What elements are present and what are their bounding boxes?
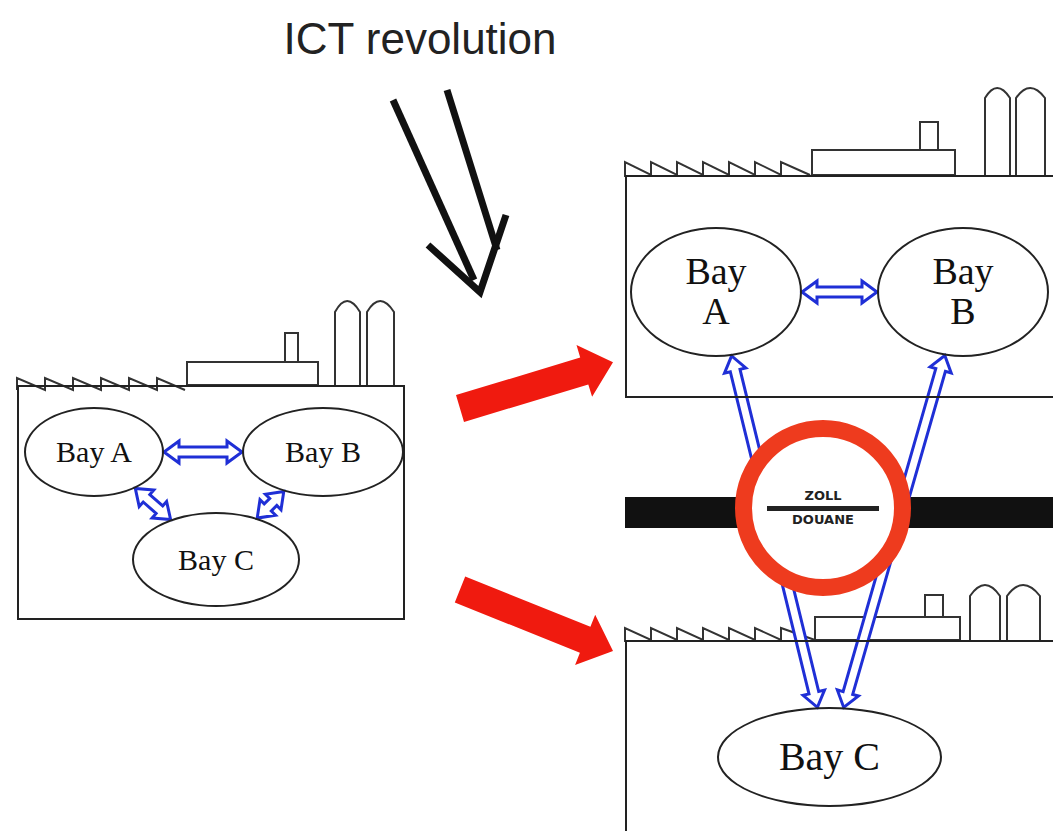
link-arrow [164,441,242,463]
bay-ellipse: Bay C [717,707,942,807]
bay-label: Bay B [285,436,361,468]
bay-label: Bay C [779,736,880,778]
bay-label: Bay A [680,252,752,332]
bay-ellipse: Bay A [630,227,802,357]
bay-ellipse: Bay C [132,512,300,607]
impact-arrow [393,90,506,292]
bay-label: Bay A [56,436,132,468]
bay-ellipse: Bay B [242,407,404,497]
sign-text: DOUANE [792,513,854,527]
bay-ellipse: Bay A [24,407,164,497]
relocation-arrow [455,577,613,665]
link-arrow [257,491,284,518]
bay-label: Bay C [178,544,254,576]
sign-text: ZOLL [804,489,841,503]
bay-label: Bay B [927,252,999,332]
customs-sign: ZOLL DOUANE [735,420,911,596]
bay-ellipse: Bay B [877,227,1049,357]
relocation-arrow [456,345,613,422]
factory-building: Bay A Bay B Bay C [17,385,405,620]
factory-building: Bay A Bay B [625,175,1053,398]
link-arrow [135,488,170,519]
link-arrow [802,281,877,303]
diagram-title: ICT revolution [0,14,840,64]
factory-building: Bay C [625,640,1053,831]
sign-bar [767,506,879,511]
